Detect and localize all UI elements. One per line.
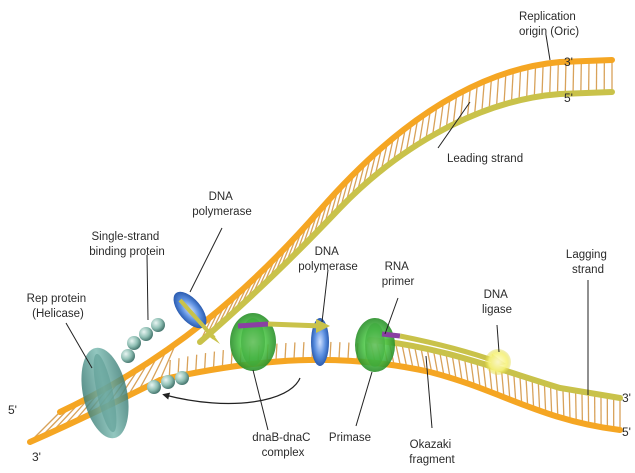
- base-pair-rung: [526, 377, 528, 406]
- base-pair-rung: [532, 379, 534, 408]
- primase-label: Primase: [329, 432, 371, 444]
- dnab-dnac-label: dnaB-dnaC complex: [252, 432, 313, 459]
- rna-primer-label: RNA primer: [382, 261, 415, 288]
- base-pair-rung: [520, 375, 522, 404]
- base-pair-rung: [508, 371, 510, 399]
- base-pair-rung: [569, 390, 570, 421]
- rna-primer-upper: [238, 324, 268, 326]
- base-pair-rung: [563, 388, 564, 418]
- strand-end-5-top: 5': [564, 91, 573, 105]
- base-pair-rung: [475, 84, 478, 115]
- strand-end-3-right: 3': [622, 391, 631, 405]
- ssb-label: Single-strand binding protein: [89, 231, 164, 258]
- base-pair-rung: [514, 373, 516, 401]
- base-pair-rung: [542, 64, 543, 96]
- strand-end-3-left: 3': [32, 450, 41, 464]
- strand-end-3-top: 3': [564, 55, 573, 69]
- ssb-ball: [151, 318, 165, 332]
- base-pair-rung: [576, 391, 577, 422]
- ssb-proteins-lower: [147, 371, 189, 394]
- strand-end-5-left: 5': [8, 403, 17, 417]
- base-pair-rung: [489, 78, 491, 109]
- primase: [355, 318, 395, 372]
- ssb-ball: [175, 371, 189, 385]
- replication-origin-label: Replication origin (Oric): [519, 11, 579, 38]
- base-pair-rung: [538, 381, 539, 411]
- base-pair-rung: [550, 63, 551, 95]
- ssb-ball: [121, 349, 135, 363]
- ssb-ball: [127, 336, 141, 350]
- lagging-strand-label: Lagging strand: [566, 249, 610, 276]
- dna-ligase: [485, 349, 511, 375]
- base-pair-rung: [573, 61, 574, 93]
- rep-protein-label: Rep protein (Helicase): [27, 293, 90, 320]
- base-pair-rung: [482, 81, 485, 112]
- dna-polymerase-top-label: DNA polymerase: [192, 191, 251, 218]
- okazaki-new-upper: [268, 324, 322, 326]
- base-pair-rung: [557, 387, 558, 417]
- base-pair-rung: [551, 385, 552, 415]
- dna-ligase-label: DNA ligase: [482, 289, 512, 316]
- base-pair-rung: [497, 76, 499, 107]
- ssb-ball: [161, 375, 175, 389]
- base-pair-rung: [557, 62, 558, 94]
- strand-end-5-right: 5': [622, 425, 631, 439]
- leading-strand-label: Leading strand: [447, 153, 523, 165]
- rna-primer-lower: [382, 334, 400, 336]
- base-pair-rung: [511, 71, 513, 102]
- base-pair-rung: [534, 65, 535, 97]
- base-pair-rung: [544, 383, 545, 413]
- base-pair-rung: [504, 73, 506, 104]
- ssb-ball: [147, 380, 161, 394]
- dna-polymerase-mid-label: DNA polymerase: [298, 246, 357, 273]
- okazaki-fragment-label: Okazaki fragment: [409, 439, 455, 466]
- base-pair-rung: [527, 67, 528, 99]
- base-pair-rung: [519, 69, 521, 101]
- ssb-ball: [139, 327, 153, 341]
